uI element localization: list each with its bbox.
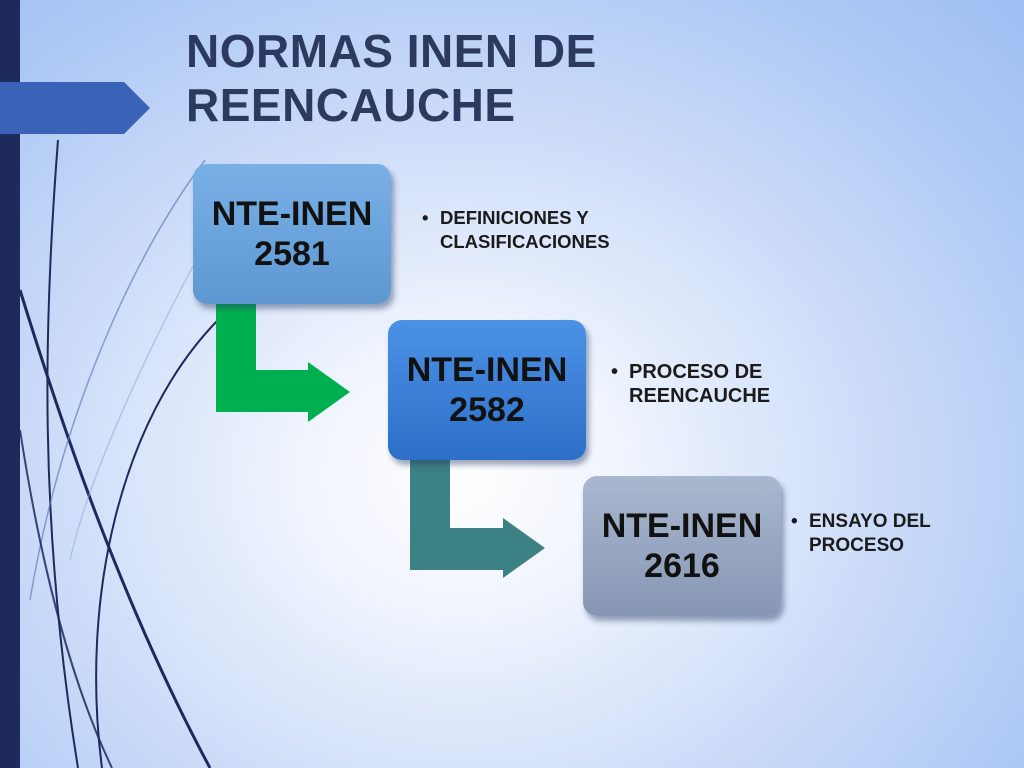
deco-line — [95, 319, 219, 768]
step-box-label: NTE-INEN 2581 — [212, 194, 373, 274]
step-description-list: DEFINICIONES Y CLASIFICACIONES — [422, 206, 662, 254]
deco-line — [18, 289, 212, 768]
step-description: PROCESO DE REENCAUCHE — [611, 360, 831, 408]
step-number: 2582 — [449, 391, 525, 429]
step-number: 2581 — [254, 235, 330, 273]
step-code: NTE-INEN — [601, 507, 763, 545]
deco-line — [46, 139, 79, 768]
step-code: NTE-INEN — [406, 351, 568, 389]
step-box-2582: NTE-INEN 2582 — [388, 320, 586, 460]
step-description: ENSAYO DEL PROCESO — [791, 510, 931, 558]
step-description: DEFINICIONES Y CLASIFICACIONES — [422, 206, 662, 254]
step-number: 2616 — [644, 547, 720, 585]
title-tab-chevron — [0, 82, 150, 134]
step-description-list: ENSAYO DEL PROCESO — [791, 510, 931, 558]
left-sidebar-bar — [0, 0, 20, 768]
step-box-2616: NTE-INEN 2616 — [583, 476, 781, 616]
step-box-2581: NTE-INEN 2581 — [193, 164, 391, 304]
step-code: NTE-INEN — [211, 195, 373, 233]
step-description-list: PROCESO DE REENCAUCHE — [611, 360, 831, 408]
deco-line — [29, 159, 206, 601]
slide-title: NORMAS INEN DE REENCAUCHE — [186, 25, 597, 131]
step-box-label: NTE-INEN 2582 — [407, 350, 568, 430]
step-box-label: NTE-INEN 2616 — [602, 506, 763, 586]
deco-line — [19, 429, 113, 768]
